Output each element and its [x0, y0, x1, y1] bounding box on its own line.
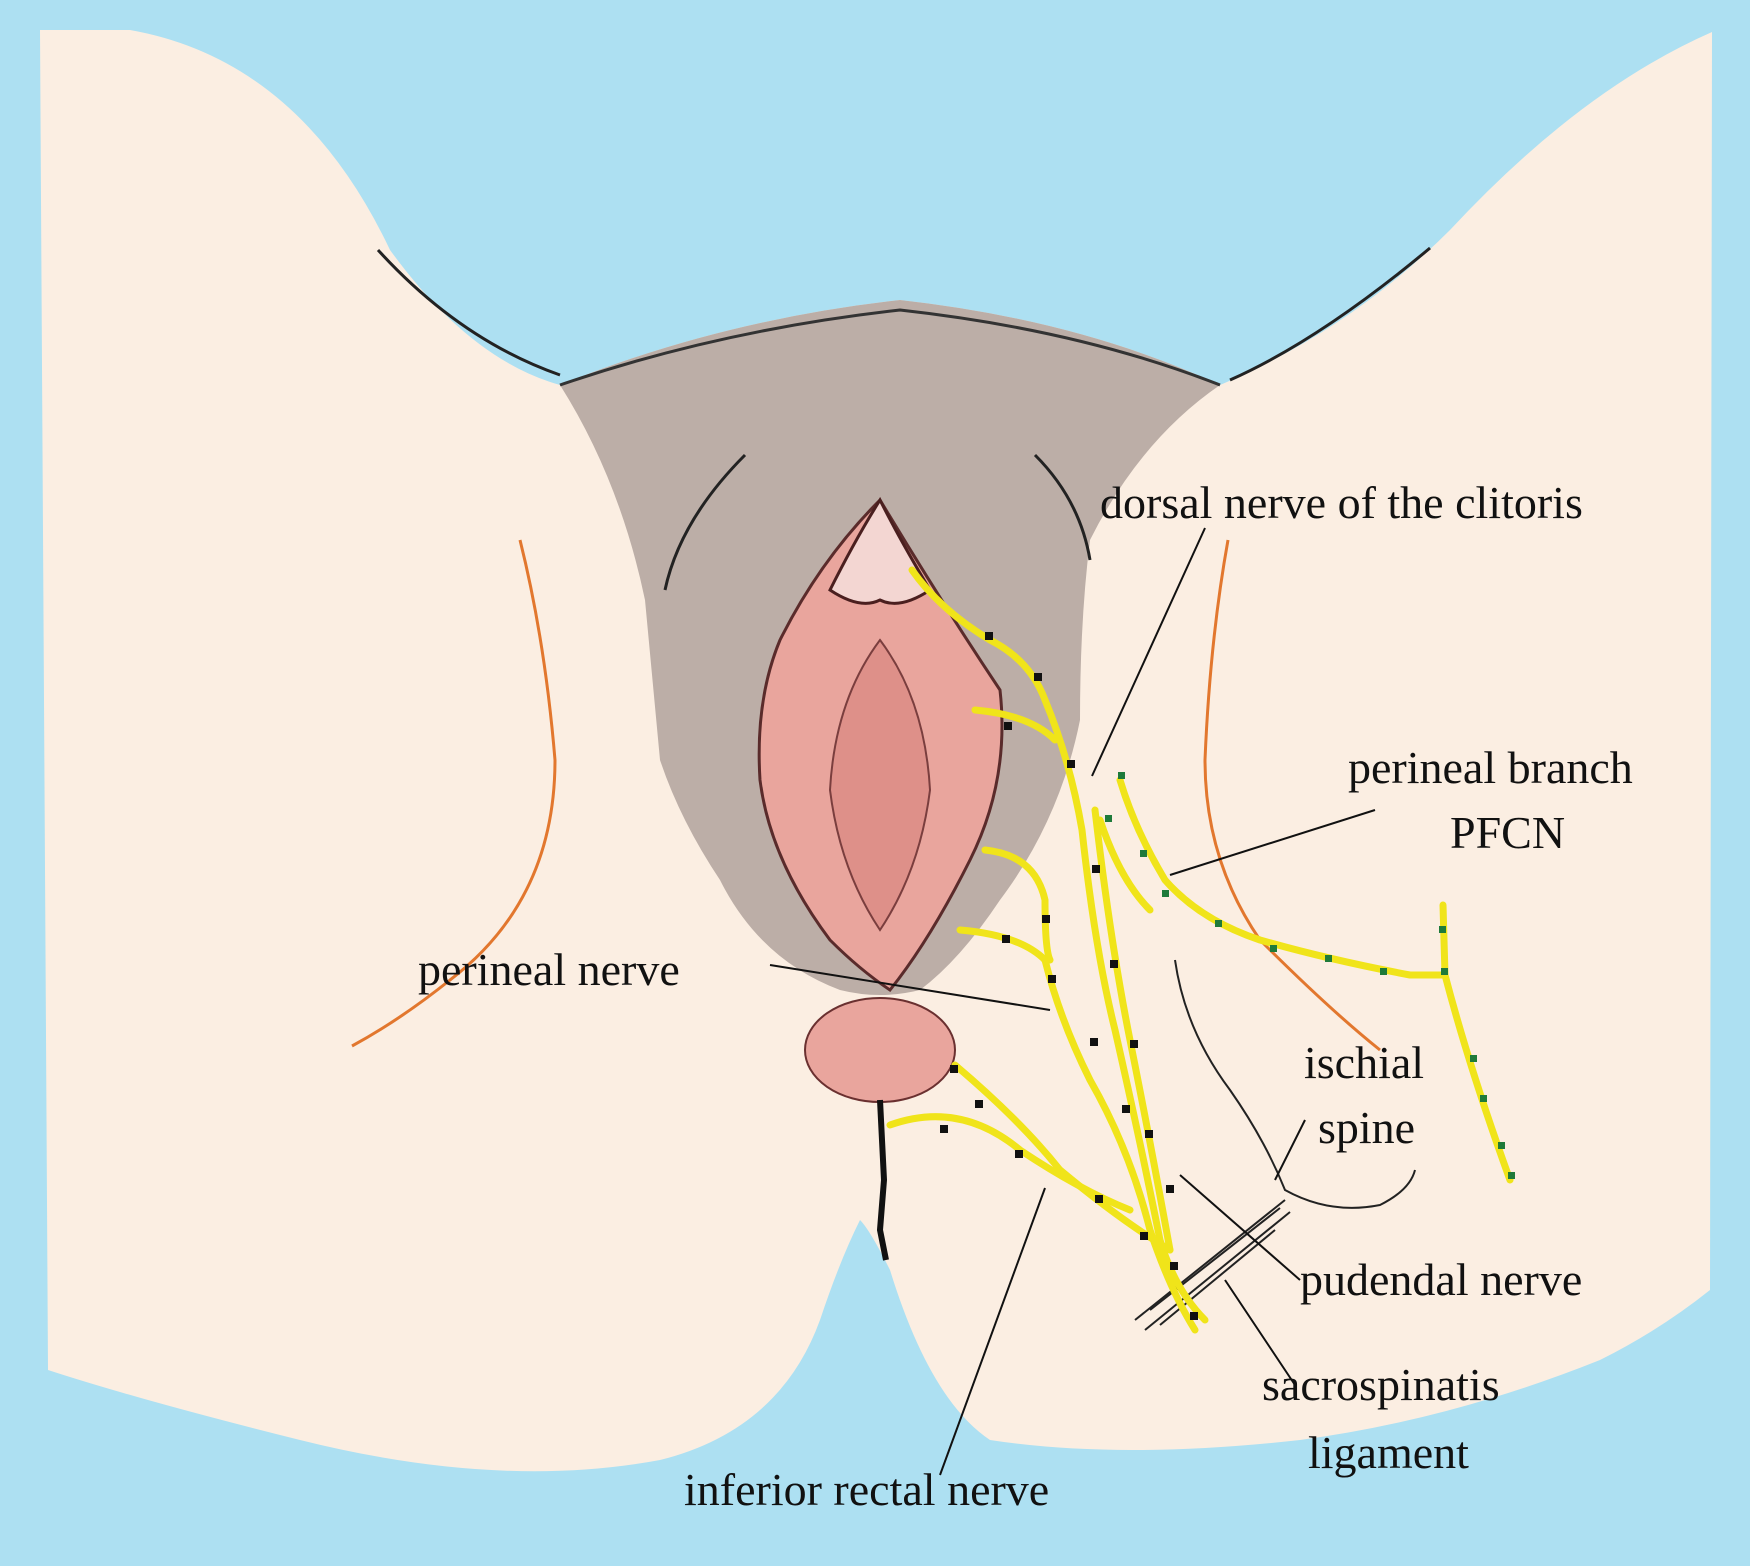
pfcn-right-branch — [1439, 901, 1514, 1184]
natal-cleft — [876, 1099, 889, 1261]
right-thigh-crease — [1229, 246, 1431, 382]
perineal-nerve-path — [1041, 956, 1199, 1334]
ischial-leader — [1274, 1119, 1306, 1181]
labial-branch-1 — [971, 706, 1059, 744]
labial-branch-3 — [956, 926, 1049, 964]
anus — [804, 997, 956, 1103]
nerves — [886, 566, 1514, 1334]
pfcn-leader — [1169, 809, 1376, 876]
label-ligament: ligament — [1308, 1427, 1469, 1478]
label-perineal-nerve: perineal nerve — [418, 944, 680, 995]
nerve-nodes-green — [1105, 772, 1515, 1179]
dorsal-nerve-path — [908, 566, 1209, 1324]
left-thigh-crease — [376, 248, 561, 377]
label-ischial: ischial — [1304, 1037, 1424, 1088]
pfcn-path-2 — [1096, 816, 1154, 914]
inferior-rectal-leader — [939, 1187, 1046, 1476]
inferior-rectal-path — [951, 1061, 1174, 1254]
label-dorsal-nerve: dorsal nerve of the clitoris — [1100, 477, 1583, 528]
label-inferior-rectal-nerve: inferior rectal nerve — [684, 1464, 1049, 1515]
vestibule-inner — [828, 638, 932, 932]
labial-branch-2 — [981, 846, 1054, 964]
mons-crest — [559, 308, 1221, 387]
label-pudendal-nerve: pudendal nerve — [1300, 1254, 1582, 1305]
sacrospinatis-leader — [1224, 1279, 1296, 1386]
label-sacrospinatis: sacrospinatis — [1262, 1359, 1500, 1410]
clitoral-hood — [828, 496, 933, 605]
dorsal-leader — [1091, 527, 1206, 777]
pudendal-nerve-path — [1091, 806, 1174, 1254]
right-gluteal-line — [1203, 539, 1381, 1052]
right-labia-majora-edge — [1033, 453, 1092, 561]
left-gluteal-line — [351, 539, 557, 1048]
ischial-spine-outline — [1174, 959, 1416, 1209]
label-perineal-branch: perineal branch — [1348, 742, 1633, 793]
pudendal-leader — [1179, 1174, 1301, 1281]
nerve-nodes-black — [940, 632, 1198, 1320]
label-spine: spine — [1318, 1102, 1415, 1153]
leader-lines — [769, 527, 1376, 1476]
left-labia-majora-edge — [663, 453, 747, 591]
perineal-leader — [769, 964, 1051, 1011]
label-pfcn: PFCN — [1450, 807, 1565, 858]
